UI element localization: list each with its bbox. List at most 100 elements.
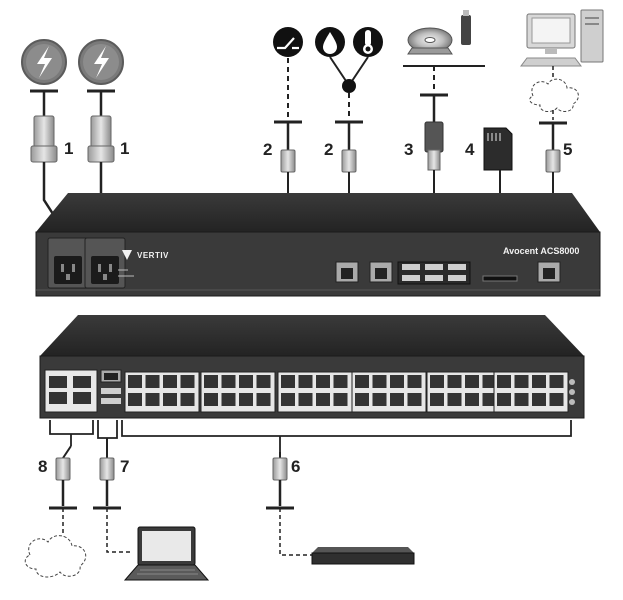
serial-port xyxy=(372,393,387,406)
network-connection-8 xyxy=(24,445,87,578)
serial-port xyxy=(447,393,462,406)
serial-port xyxy=(180,393,195,406)
usb-ports xyxy=(402,264,466,281)
front-port-brackets xyxy=(49,420,572,452)
serial-port xyxy=(316,393,330,406)
sd-card-icon xyxy=(483,127,513,171)
rj45-plug xyxy=(341,149,357,173)
rj45-plug xyxy=(280,149,296,173)
callout-1a: 1 xyxy=(64,139,73,158)
serial-port xyxy=(407,375,422,388)
serial-port xyxy=(514,375,529,388)
serial-port xyxy=(532,393,546,406)
rear-panel: VERTIV Avocent ACS8000 xyxy=(35,193,601,297)
serial-port xyxy=(281,375,295,388)
serial-port xyxy=(333,393,348,406)
serial-port xyxy=(482,393,497,406)
usb-plug xyxy=(424,121,444,153)
serial-port xyxy=(180,375,195,388)
callout-4: 4 xyxy=(465,140,475,159)
serial-port xyxy=(145,375,160,388)
network-cloud-icon xyxy=(24,535,87,578)
serial-port xyxy=(204,375,218,388)
serial-port xyxy=(145,393,160,406)
serial-port xyxy=(204,393,218,406)
serial-port xyxy=(298,375,313,388)
serial-port xyxy=(221,375,236,388)
serial-port xyxy=(298,393,313,406)
vertiv-logo xyxy=(122,250,132,260)
serial-port xyxy=(333,375,348,388)
callout-6: 6 xyxy=(291,457,300,476)
rj45-plug xyxy=(55,457,71,481)
serial-port xyxy=(549,375,564,388)
serial-port-grid xyxy=(124,371,569,413)
callout-8: 8 xyxy=(38,457,47,476)
target-device-icon xyxy=(312,547,414,553)
serial-port xyxy=(390,375,404,388)
serial-port xyxy=(256,393,271,406)
serial-port xyxy=(239,375,253,388)
serial-port xyxy=(239,393,253,406)
callout-2b: 2 xyxy=(324,140,333,159)
network-cloud-icon xyxy=(529,78,579,113)
serial-port xyxy=(355,375,369,388)
rj45-plug xyxy=(99,457,115,481)
callout-3: 3 xyxy=(404,140,413,159)
door-sensor-icon xyxy=(273,27,303,57)
serial-port xyxy=(372,375,387,388)
serial-port xyxy=(430,393,444,406)
serial-port xyxy=(514,393,529,406)
lightning-icon xyxy=(94,46,109,78)
power-plug xyxy=(90,115,112,149)
usb-devices xyxy=(403,10,485,264)
rear-panel-face xyxy=(35,231,601,297)
serial-port xyxy=(482,375,497,388)
rear-panel-top xyxy=(36,193,600,232)
power-plug xyxy=(33,115,55,149)
callout-1b: 1 xyxy=(120,139,129,158)
console-connection-7 xyxy=(93,438,210,581)
serial-port xyxy=(128,375,142,388)
brand-label: VERTIV xyxy=(137,251,169,260)
usb-stick-icon xyxy=(461,15,471,45)
serial-connection-6 xyxy=(266,452,415,565)
lightning-icon xyxy=(37,46,52,78)
callout-7: 7 xyxy=(120,457,129,476)
status-led xyxy=(569,379,575,385)
door-sensor xyxy=(273,27,339,262)
serial-port xyxy=(390,393,404,406)
serial-port xyxy=(549,393,564,406)
front-panel-top xyxy=(40,315,584,356)
environment-sensor xyxy=(315,27,383,262)
keyboard-icon xyxy=(520,57,582,67)
serial-port xyxy=(316,375,330,388)
management-workstation xyxy=(520,9,604,266)
serial-port xyxy=(465,375,479,388)
serial-port xyxy=(163,393,177,406)
serial-port xyxy=(128,393,142,406)
serial-port xyxy=(221,393,236,406)
serial-port xyxy=(497,393,511,406)
serial-port xyxy=(497,375,511,388)
serial-port xyxy=(407,393,422,406)
serial-port xyxy=(447,375,462,388)
sd-card-slot xyxy=(482,275,518,282)
serial-port xyxy=(430,375,444,388)
sensor-hub xyxy=(342,79,356,93)
model-label: Avocent ACS8000 xyxy=(503,246,579,256)
serial-port xyxy=(281,393,295,406)
status-led xyxy=(569,389,575,395)
rj45-plug xyxy=(545,149,561,173)
serial-port xyxy=(256,375,271,388)
power-source-2 xyxy=(78,39,124,252)
callout-5: 5 xyxy=(563,140,572,159)
rj45-plug xyxy=(272,457,288,481)
serial-port xyxy=(355,393,369,406)
front-panel xyxy=(39,315,585,419)
serial-port xyxy=(163,375,177,388)
usb-port-front xyxy=(101,388,121,394)
serial-port xyxy=(465,393,479,406)
